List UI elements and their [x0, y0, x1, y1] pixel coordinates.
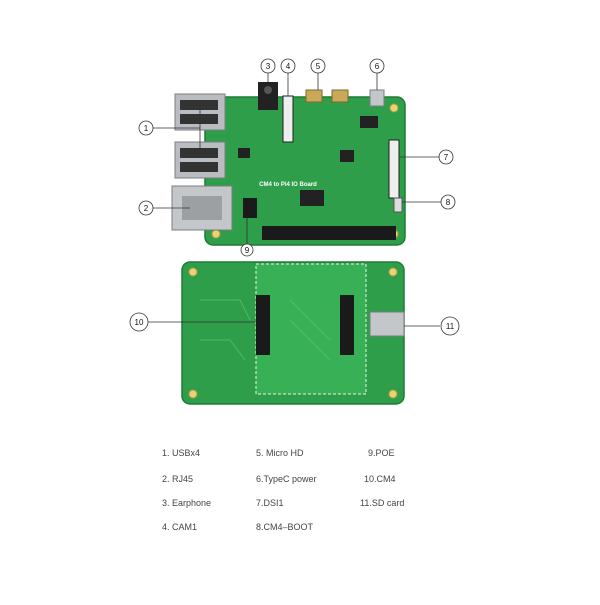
- cm4-boot-switch: [393, 197, 403, 213]
- chip: [340, 150, 354, 162]
- svg-text:10: 10: [135, 318, 144, 327]
- legend-item-sd-card: 11.SD card: [360, 498, 405, 508]
- mount-hole: [388, 267, 398, 277]
- cam1-connector: [282, 95, 294, 143]
- micro-hdmi-ports: [305, 89, 349, 103]
- mount-hole: [211, 229, 221, 239]
- chip: [300, 190, 324, 206]
- board-bottom: [181, 261, 405, 405]
- legend-item-micro-hd: 5. Micro HD: [256, 448, 304, 458]
- chip: [238, 148, 250, 158]
- svg-text:3: 3: [266, 62, 271, 71]
- legend-item-cm4: 10.CM4: [364, 474, 396, 484]
- callout-5: 5: [310, 58, 326, 74]
- mount-hole: [388, 389, 398, 399]
- cm4-connector-left: [256, 295, 270, 355]
- earphone-jack: [258, 82, 278, 110]
- sd-card-slot: [369, 311, 405, 337]
- legend-item-usb: 1. USBx4: [162, 448, 201, 458]
- svg-text:9: 9: [245, 246, 250, 255]
- svg-text:8: 8: [446, 198, 451, 207]
- mount-hole: [188, 267, 198, 277]
- usb-ports: [174, 93, 226, 179]
- poe-header: [243, 198, 257, 218]
- cm4-connector-right: [340, 295, 354, 355]
- svg-text:5: 5: [316, 62, 321, 71]
- svg-text:7: 7: [444, 153, 449, 162]
- legend-item-rj45: 2. RJ45: [162, 474, 194, 484]
- gpio-header: [262, 226, 396, 240]
- callout-1: 1: [138, 120, 154, 136]
- svg-text:4: 4: [286, 62, 291, 71]
- callouts: [148, 73, 441, 327]
- callout-3: 3: [260, 58, 276, 74]
- callout-2: 2: [138, 200, 154, 216]
- callout-11: 11: [440, 316, 460, 336]
- svg-text:2: 2: [144, 204, 149, 213]
- legend-item-typec-power: 6.TypeC power: [256, 474, 317, 484]
- callout-8: 8: [440, 194, 456, 210]
- svg-text:1: 1: [144, 124, 149, 133]
- legend-item-dsi1: 7.DSI1: [256, 498, 284, 508]
- legend-item-poe: 9.POE: [368, 448, 395, 458]
- callout-10: 10: [129, 312, 149, 332]
- svg-text:11: 11: [446, 322, 455, 331]
- mount-hole: [188, 389, 198, 399]
- svg-text:6: 6: [375, 62, 380, 71]
- callout-7: 7: [438, 149, 454, 165]
- mount-hole: [389, 103, 399, 113]
- chip: [360, 116, 378, 128]
- legend-item-earphone: 3. Earphone: [162, 498, 212, 508]
- legend-item-cam1: 4. CAM1: [162, 522, 198, 532]
- callout-9: 9: [240, 243, 254, 257]
- silkscreen-title: CM4 to Pi4 IO Board: [259, 182, 317, 188]
- legend-item-cm4-boot: 8.CM4–BOOT: [256, 522, 314, 532]
- typec-power-port: [369, 89, 385, 107]
- rj45-port: [171, 185, 233, 231]
- board-top: CM4 to Pi4 IO Board: [171, 82, 406, 246]
- callout-4: 4: [280, 58, 296, 74]
- dsi1-connector: [388, 139, 400, 199]
- callout-6: 6: [369, 58, 385, 74]
